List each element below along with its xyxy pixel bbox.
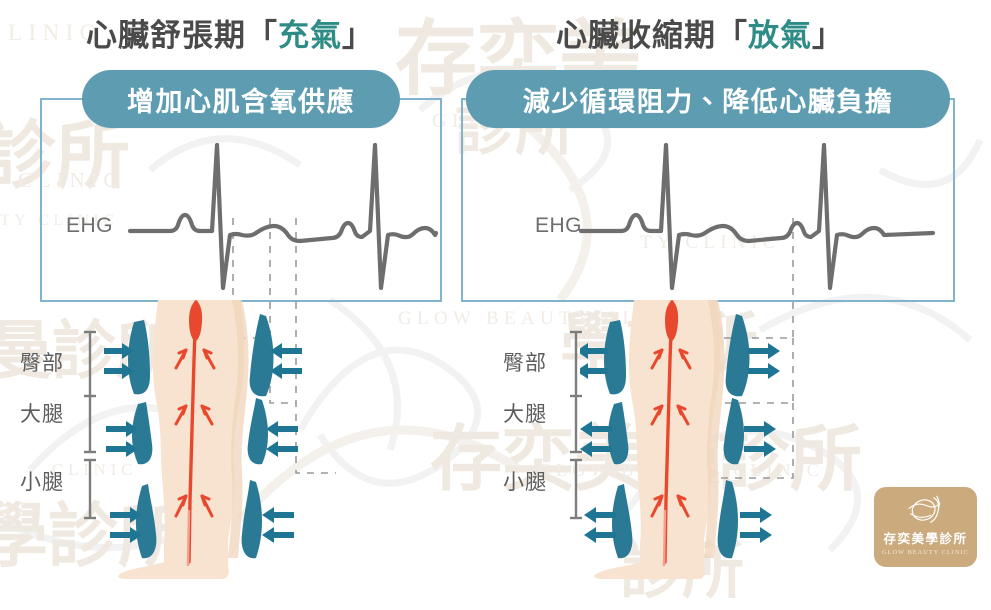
logo-monogram-icon [908,495,940,523]
bracket-close: 」 [812,18,844,53]
region-label-buttocks-systole: 臀部 [503,352,547,375]
panel-title-diastole: 心臟舒張期「充氣」 [86,10,374,55]
region-brackets-diastole [84,330,96,520]
leg-diagram-diastole [102,300,304,584]
panel-title-highlight: 充氣 [278,18,342,53]
clinic-logo: 存奕美學診所 GLOW BEAUTY CLINIC [874,487,977,567]
ecg-label-systole: EHG [535,214,583,237]
panel-title-highlight: 放氣 [748,18,812,53]
benefit-pill-diastole: 增加心肌含氧供應 [82,70,400,128]
region-label-calf-diastole: 小腿 [20,471,64,494]
logo-name-en: GLOW BEAUTY CLINIC [882,549,969,556]
panel-title-systole: 心臟收縮期「放氣」 [556,10,844,55]
ecg-trace-diastole [127,142,439,291]
region-label-buttocks-diastole: 臀部 [20,352,64,375]
leg-diagram-systole [576,300,780,584]
panel-title-prefix: 心臟收縮期 [556,18,716,53]
logo-name-cn: 存奕美學診所 [883,532,968,546]
ecg-trace-systole [578,142,936,291]
bracket-close: 」 [342,18,374,53]
region-label-thigh-diastole: 大腿 [20,403,64,426]
region-label-thigh-systole: 大腿 [503,403,547,426]
region-label-calf-systole: 小腿 [503,471,547,494]
benefit-pill-systole: 減少循環阻力、降低心臟負擔 [466,70,950,128]
ecg-label-diastole: EHG [66,214,114,237]
region-brackets-systole [570,330,582,520]
bracket-open: 「 [716,18,748,53]
bracket-open: 「 [246,18,278,53]
panel-title-prefix: 心臟舒張期 [86,18,246,53]
